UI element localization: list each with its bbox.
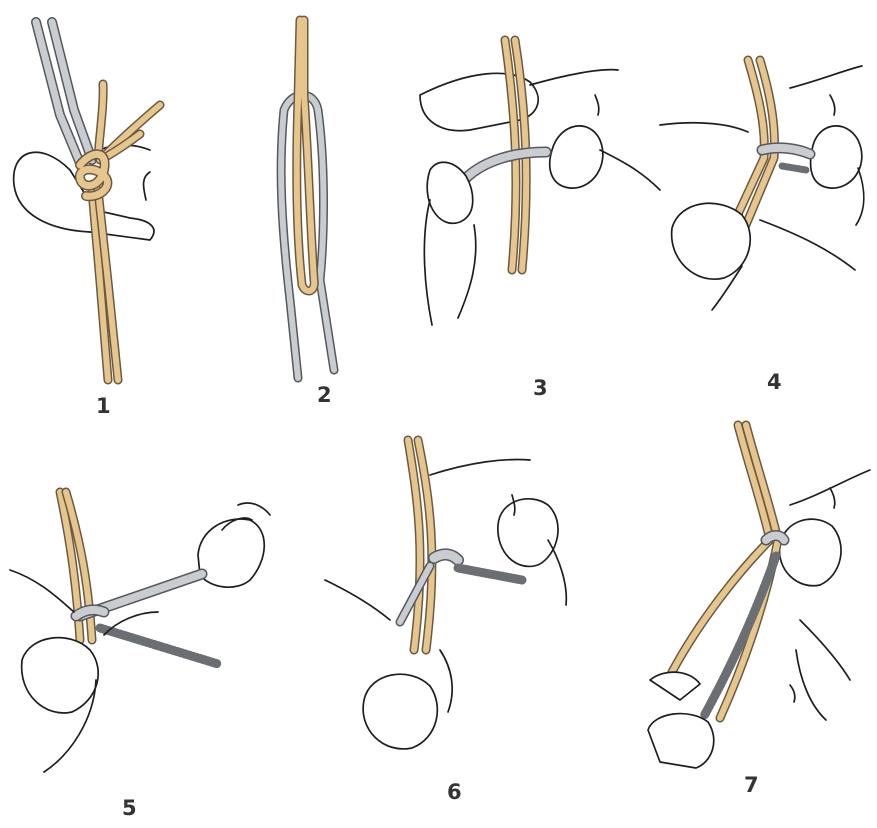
- step-7-illustration: [648, 425, 870, 768]
- cord-grey-5: [76, 574, 202, 616]
- cord-tan-6: [408, 440, 432, 650]
- step-number-2: 2: [317, 383, 332, 407]
- hand-6-upper: [430, 460, 566, 605]
- step-number-7: 7: [744, 773, 759, 797]
- hand-7-lower: [648, 672, 714, 768]
- hand-7-upper: [780, 470, 870, 720]
- hand-5-right: [198, 503, 270, 587]
- cord-grey-1: [36, 22, 92, 168]
- step-2-illustration: [281, 20, 334, 378]
- step-number-6: 6: [447, 780, 462, 804]
- step-6-illustration: [325, 440, 566, 749]
- step-number-5: 5: [122, 796, 137, 820]
- cord-grey-3: [466, 152, 546, 178]
- hand-4-lower: [672, 203, 855, 310]
- cord-dark-7: [704, 556, 776, 716]
- step-number-3: 3: [533, 376, 548, 400]
- cord-tan-2: [297, 20, 314, 291]
- step-3-illustration: [420, 40, 660, 325]
- hand-3-lower: [424, 162, 475, 325]
- step-number-1: 1: [96, 394, 111, 418]
- cord-dark-5: [100, 628, 218, 664]
- step-1-illustration: [14, 22, 160, 380]
- step-5-illustration: [10, 492, 270, 772]
- step-4-illustration: [660, 60, 864, 310]
- step-number-4: 4: [767, 370, 782, 394]
- cord-grey-7: [766, 536, 784, 541]
- cord-dark-6: [458, 568, 522, 580]
